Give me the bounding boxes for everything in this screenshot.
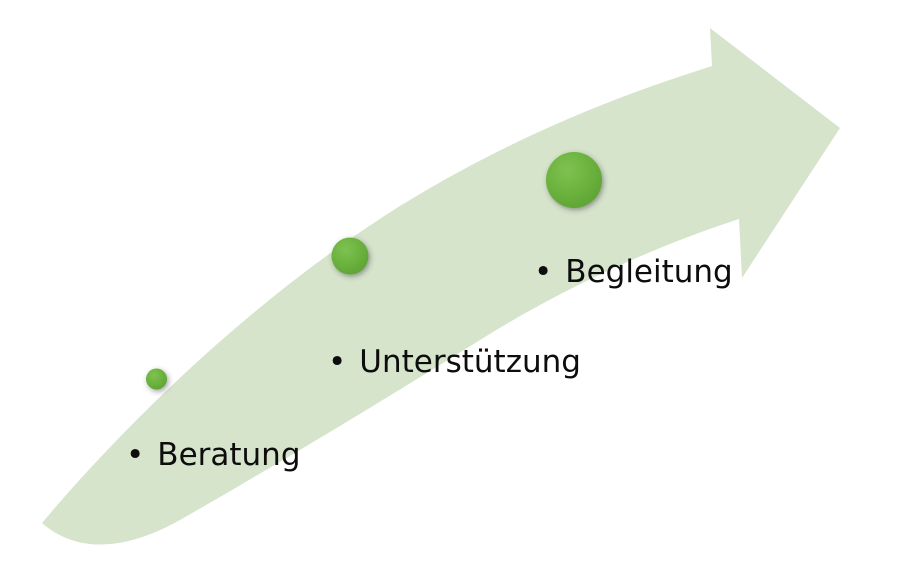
stage-label-text: Beratung	[157, 437, 301, 473]
stage-label-unterstuetzung: • Unterstützung	[328, 347, 581, 378]
stage-label-beratung: • Beratung	[126, 440, 301, 471]
arrow-body-path	[42, 28, 840, 545]
stage-marker-unterstuetzung	[331, 237, 369, 275]
stage-marker-beratung	[146, 368, 167, 390]
stage-label-begleitung: • Begleitung	[534, 257, 733, 288]
stage-marker-begleitung	[546, 152, 602, 208]
bullet-icon: •	[126, 437, 145, 473]
bullet-icon: •	[534, 254, 553, 290]
stage-label-text: Begleitung	[565, 254, 733, 290]
bullet-icon: •	[328, 344, 347, 380]
stage-label-text: Unterstützung	[359, 344, 581, 380]
